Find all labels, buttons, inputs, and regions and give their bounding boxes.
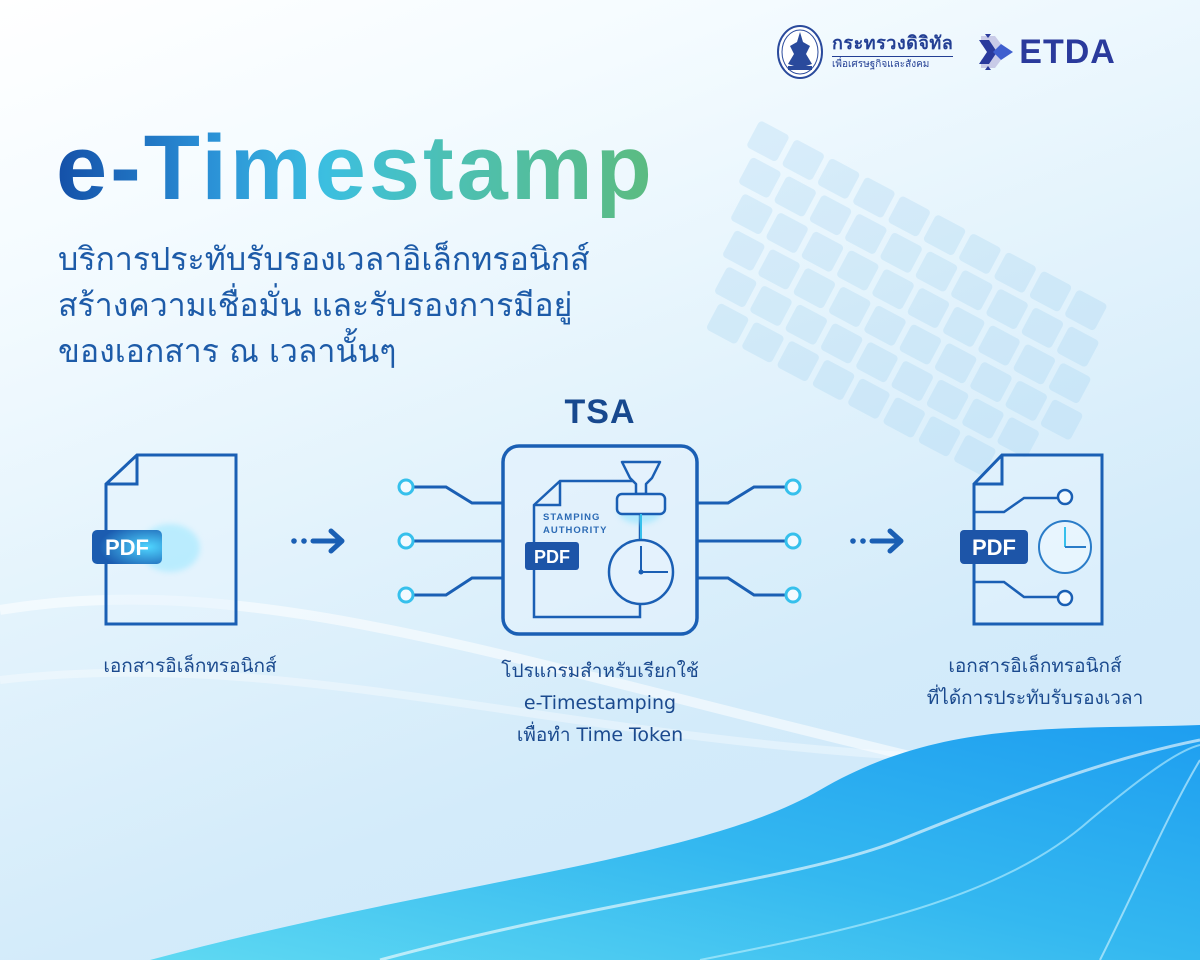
caption-line: เอกสารอิเล็กทรอนิกส์ — [103, 655, 277, 677]
ministry-title: กระทรวงดิจิทัล — [832, 33, 954, 57]
etda-x-mark-icon — [979, 34, 1014, 70]
pdf-badge: PDF — [534, 547, 570, 567]
ministry-logo-text: กระทรวงดิจิทัล เพื่อเศรษฐกิจและสังคม — [832, 33, 954, 71]
dotted-arrow-right-icon — [850, 528, 904, 554]
caption-line: ที่ได้การประทับรับรองเวลา — [926, 687, 1144, 709]
subtitle-line: ของเอกสาร ณ เวลานั้นๆ — [58, 332, 397, 370]
ministry-subtitle: เพื่อเศรษฐกิจและสังคม — [832, 59, 930, 70]
step-caption-electronic-document: เอกสารอิเล็กทรอนิกส์ — [60, 650, 320, 682]
timestamped-pdf-icon: PDF — [960, 453, 1104, 626]
etda-logo: ETDA — [975, 32, 1116, 72]
pdf-document-icon: PDF — [92, 453, 238, 626]
ministry-seal-icon — [777, 25, 823, 79]
tsa-stamping-authority-icon: STAMPING AUTHORITY PDF — [397, 444, 802, 636]
subtitle-line: สร้างความเชื่อมั่น และรับรองการมีอยู่ — [58, 286, 573, 324]
caption-line: e-Timestamping — [523, 692, 677, 714]
etda-wordmark: ETDA — [1019, 32, 1116, 71]
caption-line: โปรแกรมสำหรับเรียกใช้ — [501, 660, 699, 682]
caption-line: เพื่อทำ Time Token — [516, 724, 684, 746]
pdf-badge: PDF — [105, 535, 149, 560]
stamping-text: STAMPING — [543, 512, 600, 523]
page-title: e-Timestamp — [56, 117, 655, 219]
header-logos: กระทรวงดิจิทัล เพื่อเศรษฐกิจและสังคม ETD… — [776, 24, 1116, 80]
tsa-label: TSA — [564, 393, 636, 431]
step-caption-timestamped-document: เอกสารอิเล็กทรอนิกส์ ที่ได้การประทับรับร… — [880, 650, 1190, 714]
caption-line: เอกสารอิเล็กทรอนิกส์ — [948, 655, 1122, 677]
authority-text: AUTHORITY — [543, 525, 607, 536]
dotted-arrow-right-icon — [291, 528, 345, 554]
page-subtitle: บริการประทับรับรองเวลาอิเล็กทรอนิกส์ สร้… — [58, 236, 718, 374]
subtitle-line: บริการประทับรับรองเวลาอิเล็กทรอนิกส์ — [58, 240, 590, 278]
step-caption-tsa-program: โปรแกรมสำหรับเรียกใช้ e-Timestamping เพื… — [450, 655, 750, 751]
pdf-badge: PDF — [972, 535, 1016, 560]
